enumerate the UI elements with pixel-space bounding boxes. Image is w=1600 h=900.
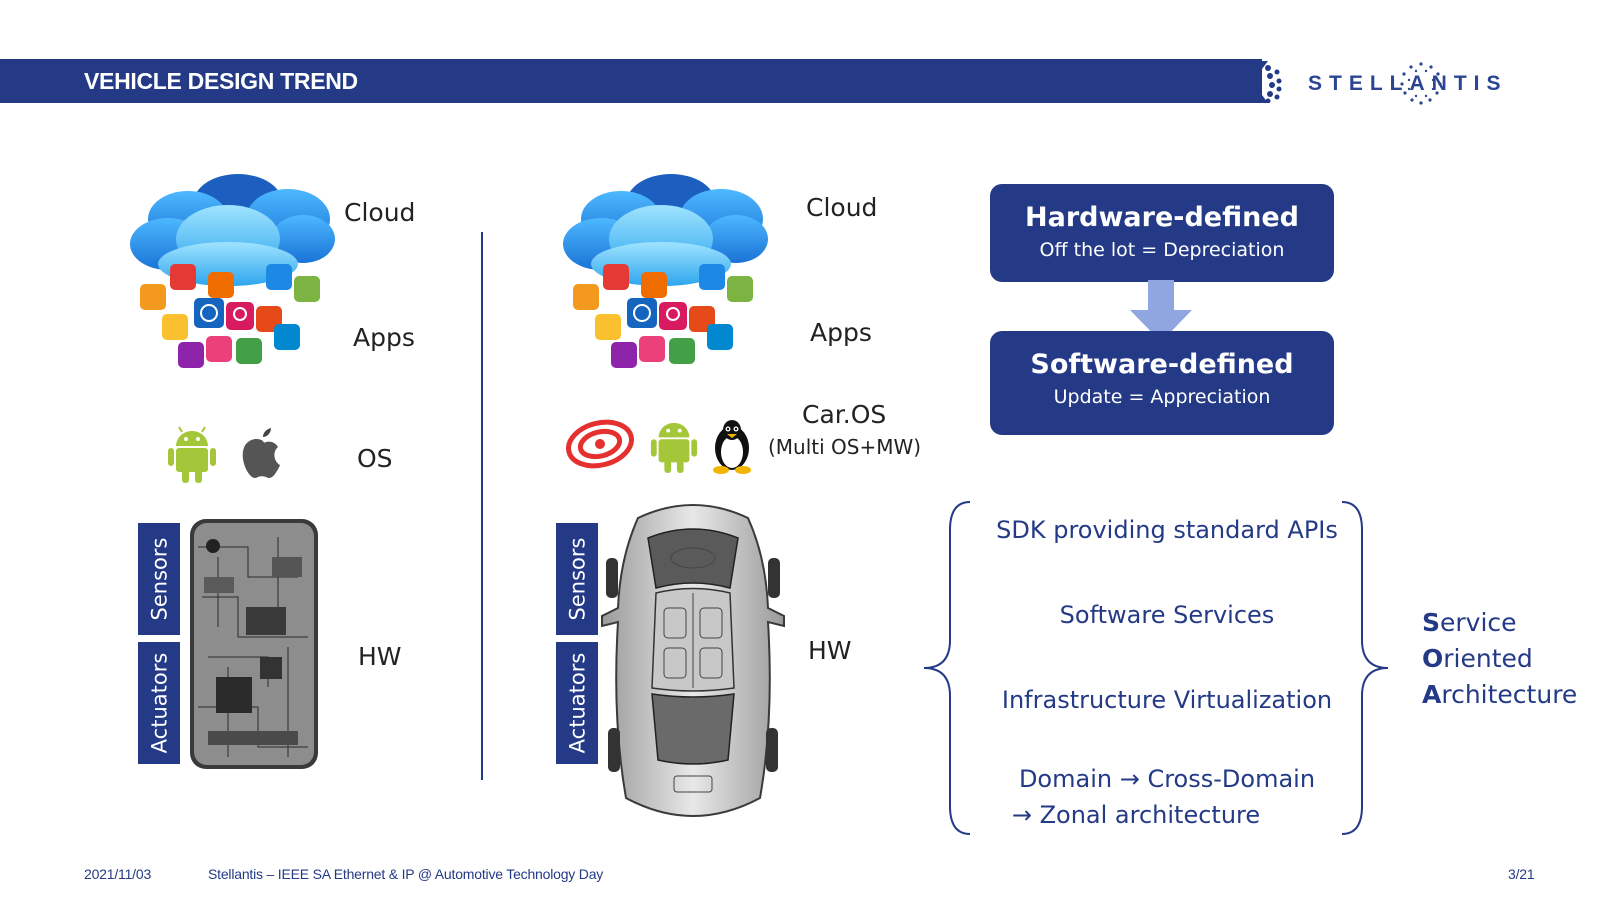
down-arrow-icon [1130, 280, 1192, 342]
right-os-sublabel: (Multi OS+MW) [768, 435, 922, 459]
soa-oriented: Oriented [1422, 644, 1533, 673]
left-cloud-label: Cloud [344, 198, 416, 227]
right-actuators-text: Actuators [565, 652, 589, 754]
soa-item-domain: Domain → Cross-Domain [1018, 765, 1316, 793]
left-actuators-label: Actuators [138, 642, 180, 764]
phone-circuit-icon [190, 519, 318, 769]
soa-o-letter: O [1422, 644, 1444, 673]
apple-icon [242, 428, 280, 478]
software-defined-subtitle: Update = Appreciation [1053, 386, 1271, 408]
soa-architecture: Architecture [1422, 680, 1577, 709]
hardware-defined-title: Hardware-defined [1025, 202, 1299, 233]
left-actuators-text: Actuators [147, 652, 171, 754]
car-xray-icon [601, 504, 785, 817]
soa-item-virtualization: Infrastructure Virtualization [1001, 686, 1333, 714]
soa-s-rest: ervice [1440, 608, 1517, 637]
stellantis-logo: STELLANTIS [1308, 72, 1508, 95]
target-logo-icon [566, 419, 634, 469]
hardware-defined-box: Hardware-defined Off the lot = Depreciat… [990, 184, 1334, 282]
footer-date: 2021/11/03 [84, 866, 152, 882]
right-actuators-label: Actuators [556, 642, 598, 764]
android-icon-right [650, 422, 698, 473]
cloud-apps-icon [130, 174, 335, 368]
logo-star-icon [1400, 62, 1442, 105]
right-os-label: Car.OS [802, 400, 887, 429]
soa-s-letter: S [1422, 608, 1441, 637]
android-icon [168, 426, 216, 483]
right-sensors-text: Sensors [565, 537, 589, 621]
left-hw-label: HW [358, 642, 402, 671]
soa-item-sdk: SDK providing standard APIs [996, 516, 1338, 544]
soa-item-zonal: → Zonal architecture [1011, 801, 1261, 829]
soa-a-rest: rchitecture [1441, 680, 1578, 709]
slide-title: VEHICLE DESIGN TREND [84, 68, 358, 94]
dots-decoration-icon [1248, 61, 1282, 103]
right-hw-label: HW [808, 636, 852, 665]
vertical-divider [481, 232, 483, 780]
footer-event: Stellantis – IEEE SA Ethernet & IP @ Aut… [208, 866, 604, 882]
soa-service: Service [1422, 608, 1517, 637]
software-defined-title: Software-defined [1030, 349, 1294, 380]
right-brace-icon [1341, 501, 1389, 835]
right-apps-label: Apps [810, 318, 872, 347]
soa-a-letter: A [1422, 680, 1442, 709]
footer-page-number: 3/21 [1508, 866, 1535, 882]
software-defined-box: Software-defined Update = Appreciation [990, 331, 1334, 435]
left-sensors-label: Sensors [138, 523, 180, 635]
cloud-apps-icon-right [563, 174, 768, 368]
hardware-defined-subtitle: Off the lot = Depreciation [1039, 239, 1285, 261]
right-sensors-label: Sensors [556, 523, 598, 635]
soa-o-rest: riented [1443, 644, 1533, 673]
linux-penguin-icon [713, 420, 751, 474]
left-brace-icon [923, 501, 971, 835]
soa-item-services: Software Services [1059, 601, 1275, 629]
left-apps-label: Apps [353, 323, 415, 352]
header-bar [0, 59, 1262, 103]
right-cloud-label: Cloud [806, 193, 878, 222]
left-os-label: OS [357, 444, 393, 473]
left-sensors-text: Sensors [147, 537, 171, 621]
